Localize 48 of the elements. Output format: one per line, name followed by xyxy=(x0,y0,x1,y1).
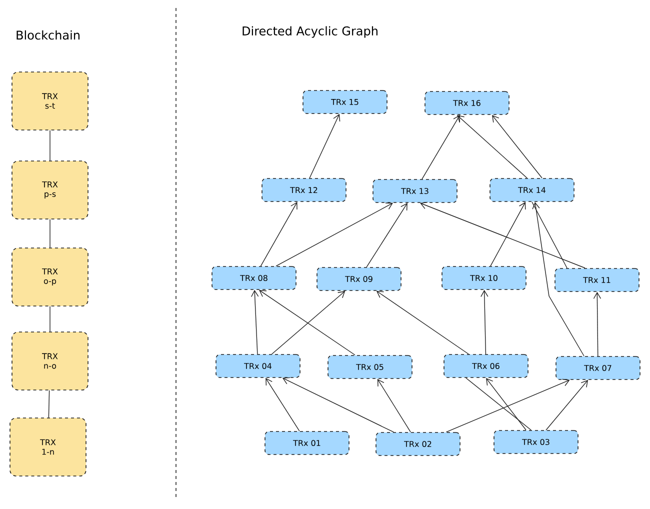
transaction-box: TRx 13 xyxy=(372,179,458,203)
transaction-box: TRx 16 xyxy=(424,91,510,115)
arrow xyxy=(276,202,393,266)
transaction-box: TRx 06 xyxy=(444,354,528,378)
transaction-box: TRx 15 xyxy=(302,90,388,114)
arrow xyxy=(532,202,584,356)
arrow xyxy=(492,115,542,178)
arrow xyxy=(490,202,526,266)
block-box: TRX s-t xyxy=(12,72,88,130)
block-box: TRX p-s xyxy=(12,160,88,220)
transaction-box: TRx 03 xyxy=(494,430,578,454)
arrow xyxy=(457,115,528,178)
arrow xyxy=(546,380,588,430)
arrow xyxy=(376,290,469,354)
transaction-box: TRx 08 xyxy=(212,266,296,290)
arrow xyxy=(251,290,259,354)
arrow xyxy=(446,378,570,432)
arrow xyxy=(366,202,408,268)
block-box: TRX n-o xyxy=(12,332,88,390)
connector-line xyxy=(466,378,532,430)
arrow xyxy=(420,202,586,268)
transaction-box: TRx 12 xyxy=(262,178,346,202)
transaction-box: TRx 11 xyxy=(554,268,640,292)
transaction-box: TRx 10 xyxy=(442,266,526,290)
transaction-box: TRx 04 xyxy=(216,354,300,378)
arrow xyxy=(422,114,460,180)
transaction-box: TRx 01 xyxy=(264,431,350,455)
connector-line xyxy=(532,202,568,268)
connector-line xyxy=(48,390,50,418)
arrow xyxy=(486,378,526,430)
arrow xyxy=(271,290,346,354)
transaction-box: TRx 02 xyxy=(376,432,460,456)
transaction-box: TRx 14 xyxy=(490,178,574,202)
heading: Directed Acyclic Graph xyxy=(242,26,378,38)
arrow xyxy=(260,202,298,266)
transaction-box: TRx 05 xyxy=(328,355,412,379)
arrow xyxy=(593,292,602,356)
block-box: TRX 1-n xyxy=(10,418,86,476)
arrow xyxy=(282,377,394,432)
transaction-box: TRx 07 xyxy=(556,356,640,380)
transaction-box: TRx 09 xyxy=(316,267,402,291)
arrow xyxy=(266,378,300,432)
arrow xyxy=(309,114,340,178)
heading: Blockchain xyxy=(16,30,80,40)
block-box: TRX o-p xyxy=(12,248,88,306)
arrow xyxy=(259,290,356,356)
arrow xyxy=(480,290,488,354)
arrow xyxy=(377,378,411,432)
